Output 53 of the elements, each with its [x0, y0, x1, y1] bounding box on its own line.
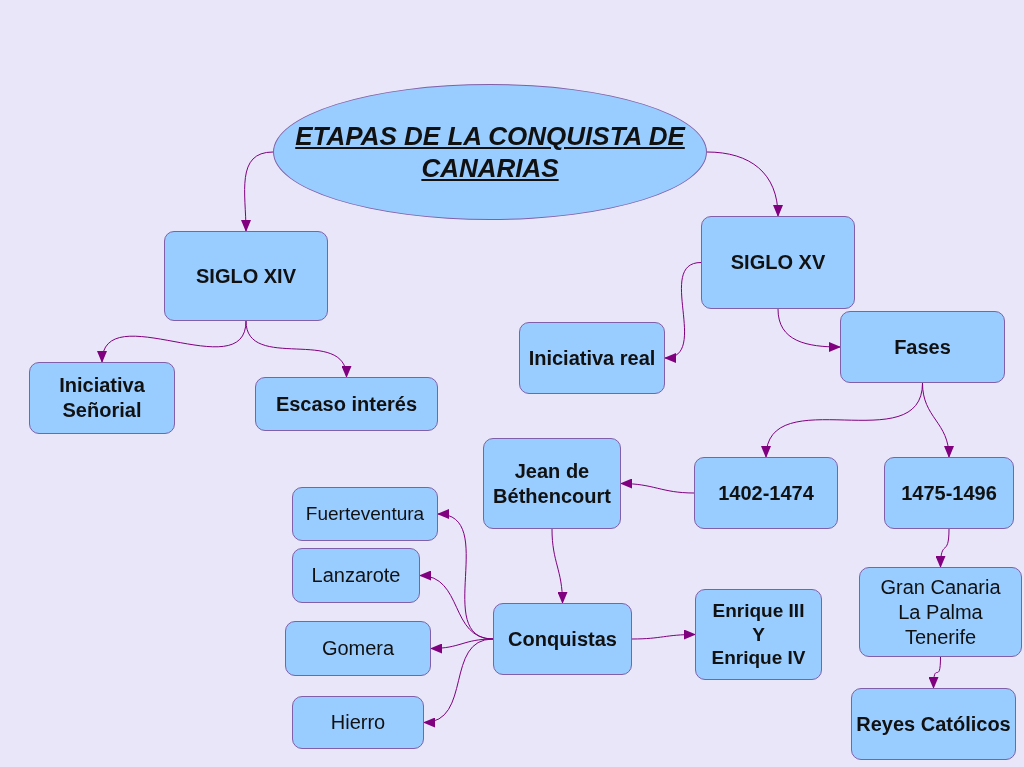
concept-label: Lanzarote	[311, 563, 401, 588]
arrow	[935, 528, 950, 568]
concept-label: Iniciativa Señorial	[58, 373, 146, 423]
concept-box	[851, 688, 1016, 760]
arrow	[631, 629, 696, 640]
title-text: ETAPAS DE LA CONQUISTA DE CANARIAS	[294, 119, 687, 185]
concept-label: SIGLO XIV	[196, 263, 296, 289]
concept-label: SIGLO XV	[730, 250, 826, 275]
concept-label: Enrique IV	[711, 646, 806, 671]
concept-label: 1402-1474	[718, 480, 814, 506]
concept-label: Enrique III	[712, 598, 805, 623]
arrow	[245, 320, 350, 378]
concept-box	[483, 438, 621, 529]
arrow	[423, 638, 494, 726]
concept-label: Reyes Católicos	[856, 711, 1011, 737]
concept-box	[255, 377, 438, 431]
arrow	[922, 382, 954, 458]
concept-label: Fuerteventura	[305, 502, 425, 526]
concept-label: Fases	[894, 334, 951, 360]
arrow	[551, 528, 568, 604]
concept-label: Conquistas	[508, 626, 617, 652]
concept-box	[285, 621, 431, 676]
concept-label: Tenerife	[904, 624, 977, 650]
arrow	[419, 571, 494, 640]
concept-box	[29, 362, 175, 434]
concept-box	[884, 457, 1014, 529]
concept-label: Iniciativa real	[528, 345, 656, 371]
concept-box	[292, 548, 420, 603]
concept-label: Y	[752, 622, 765, 647]
concept-label: 1475-1496	[901, 480, 997, 506]
concept-label: Hierro	[330, 710, 386, 735]
concept-box	[840, 311, 1005, 383]
arrow	[240, 151, 274, 232]
arrow	[706, 151, 783, 217]
concept-box	[164, 231, 328, 321]
arrow	[99, 320, 247, 363]
concept-box	[859, 567, 1022, 657]
concept-box	[292, 696, 424, 749]
concept-label: Escaso interés	[275, 391, 418, 417]
concept-label: Gran Canaria	[880, 574, 1001, 600]
concept-label: La Palma	[898, 599, 983, 625]
concept-box	[292, 487, 438, 541]
arrow	[620, 478, 695, 494]
concept-box	[493, 603, 632, 675]
concept-label: Gomera	[321, 636, 395, 661]
arrow	[777, 308, 841, 352]
concept-box	[695, 589, 822, 680]
concept-box	[701, 216, 855, 309]
concept-label: Jean de Béthencourt	[492, 458, 612, 509]
arrow	[928, 656, 941, 689]
arrow	[664, 262, 702, 361]
concept-box	[519, 322, 665, 394]
concept-box	[694, 457, 838, 529]
